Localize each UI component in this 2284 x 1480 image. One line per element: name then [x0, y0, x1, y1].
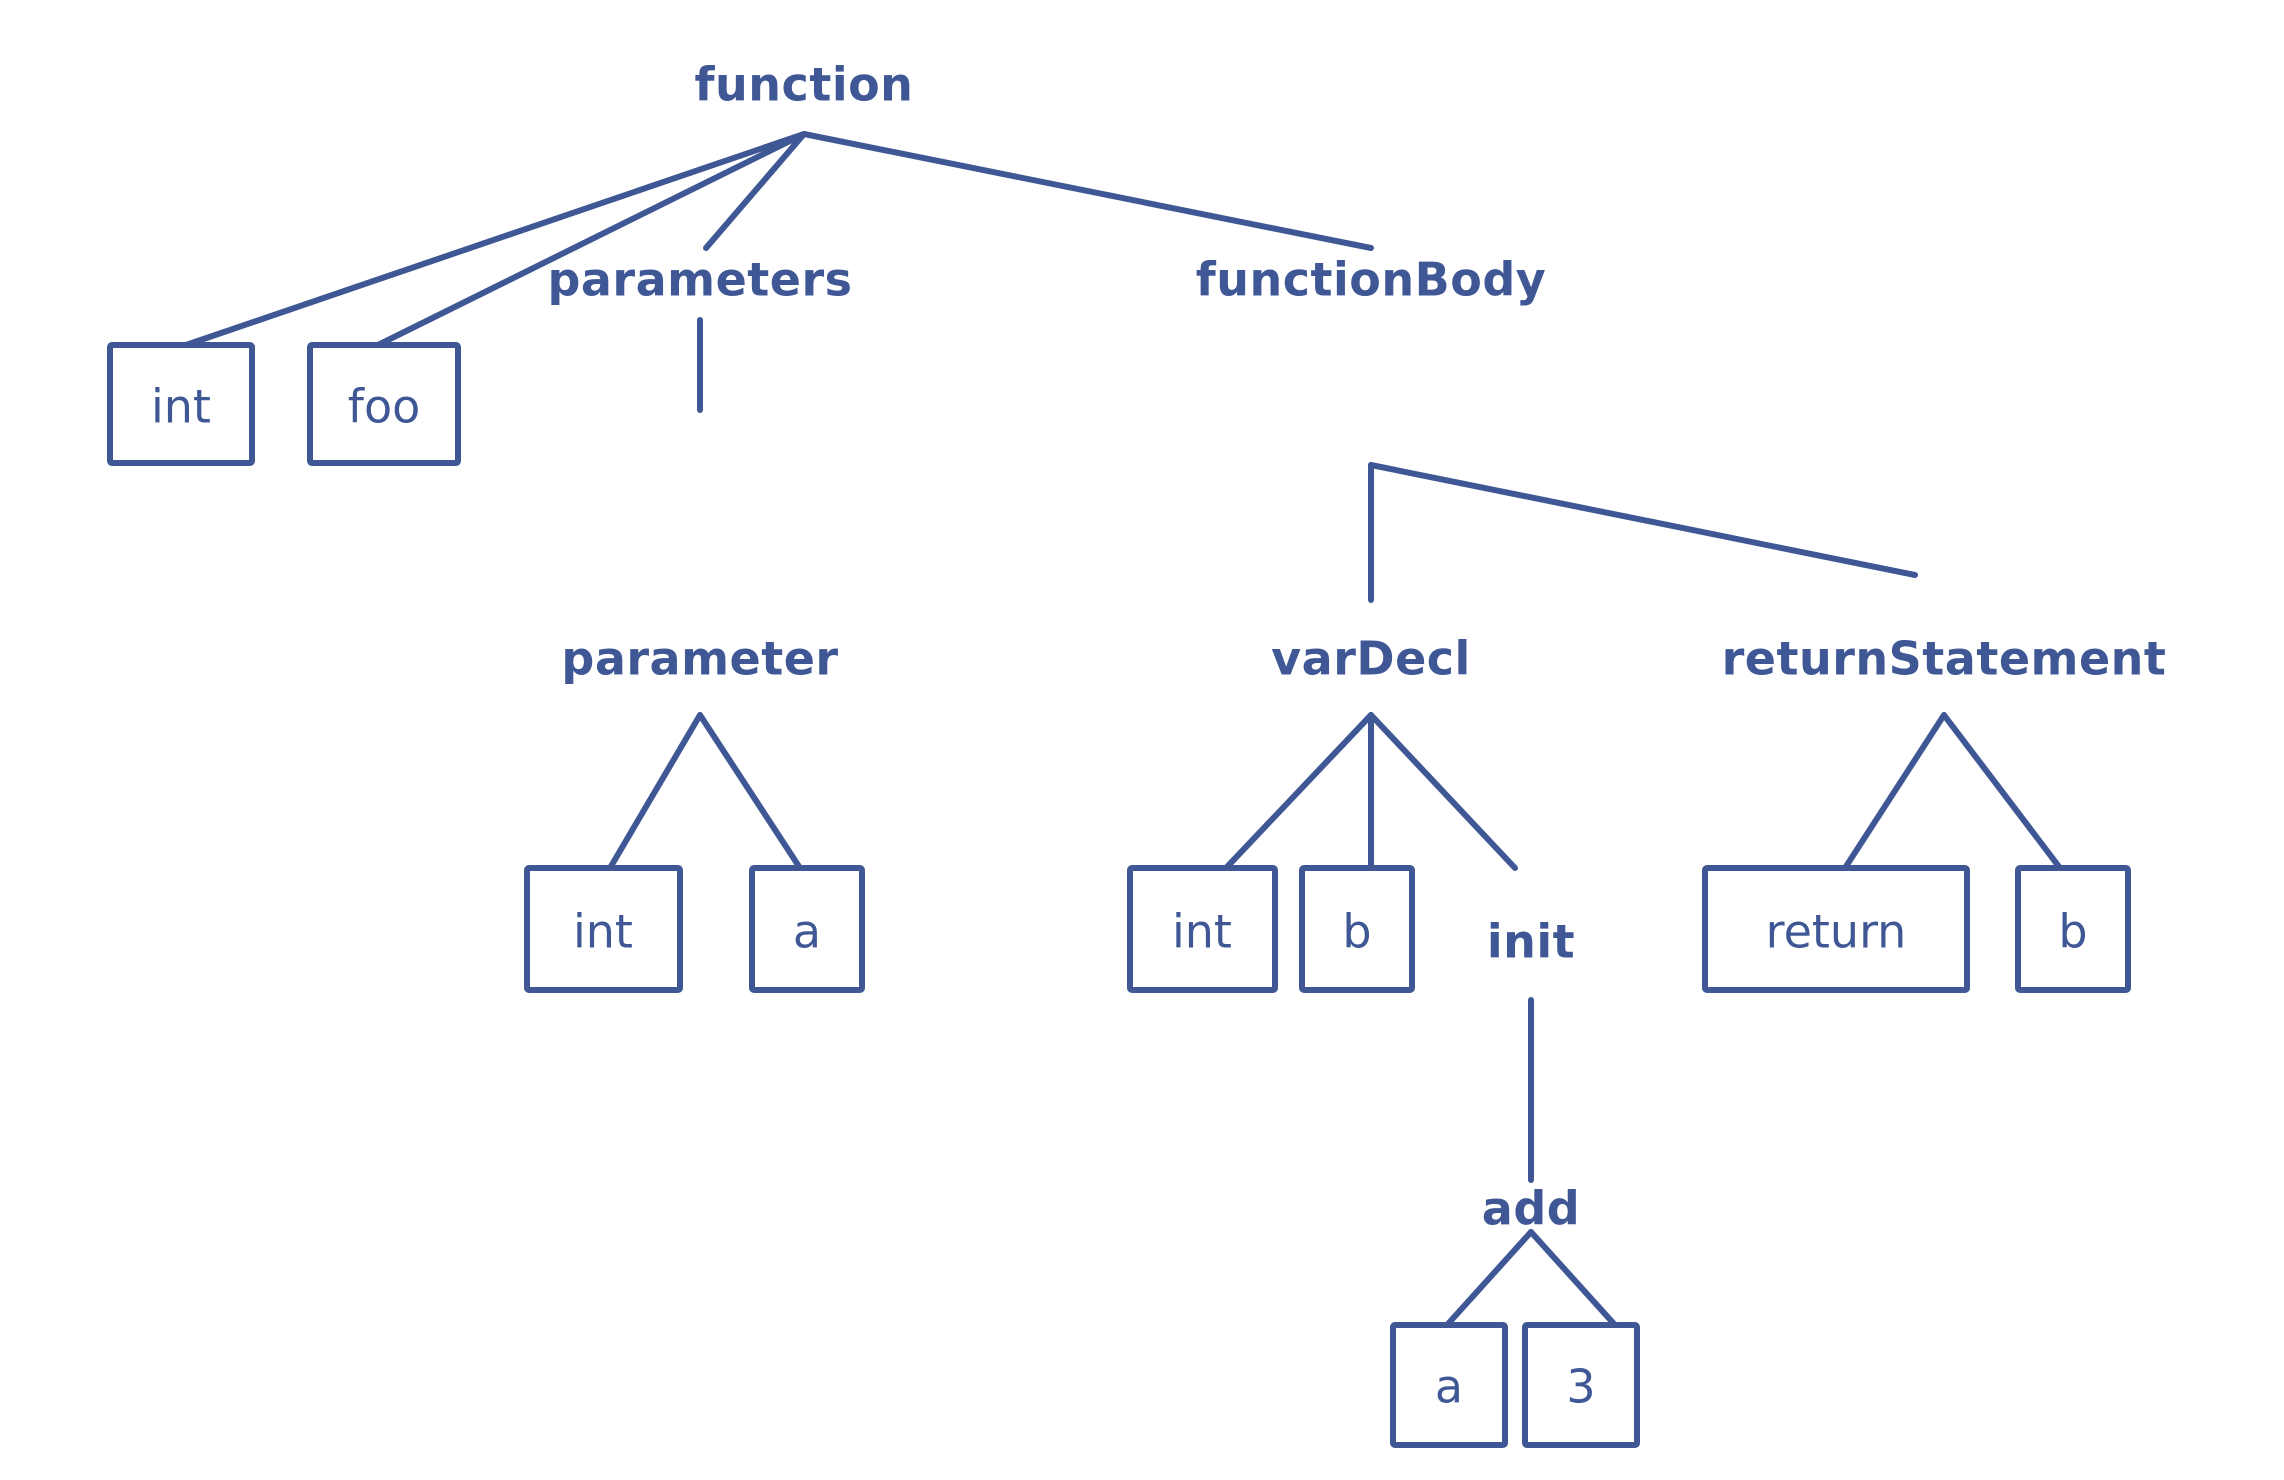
token-label: a — [1435, 1360, 1463, 1414]
edge-function-to-parameters — [703, 131, 807, 251]
token-b-vardecl[interactable]: b — [1299, 865, 1415, 993]
token-box-rect — [107, 342, 255, 466]
edge-returnstatement-to-return — [1842, 712, 1947, 871]
token-box-rect — [1127, 865, 1278, 993]
edge-vardecl-to-init — [1368, 712, 1518, 871]
node-var-decl[interactable]: varDecl — [1271, 632, 1471, 686]
edge-functionbody-to-returnstatement — [1368, 462, 1918, 578]
token-label: foo — [348, 380, 420, 434]
token-box-rect — [307, 342, 461, 466]
token-return-keyword[interactable]: return — [1702, 865, 1970, 993]
token-box-rect — [524, 865, 683, 993]
edge-add-to-a — [1444, 1229, 1534, 1328]
token-a-add[interactable]: a — [1390, 1322, 1508, 1448]
token-label: return — [1766, 905, 1907, 959]
token-label: int — [151, 380, 211, 434]
token-box-rect — [1390, 1322, 1508, 1448]
token-box-rect — [1702, 865, 1970, 993]
token-a-parameter[interactable]: a — [749, 865, 865, 993]
token-int-root[interactable]: int — [107, 342, 255, 466]
node-parameters[interactable]: parameters — [547, 253, 852, 307]
token-int-vardecl[interactable]: int — [1127, 865, 1278, 993]
node-return-statement[interactable]: returnStatement — [1722, 632, 2167, 686]
node-add[interactable]: add — [1482, 1182, 1580, 1236]
edge-parameter-to-int — [607, 712, 703, 871]
edge-function-to-foo — [375, 131, 807, 348]
token-foo[interactable]: foo — [307, 342, 461, 466]
edge-add-to-3 — [1528, 1229, 1618, 1328]
node-init[interactable]: init — [1487, 915, 1575, 969]
token-label: int — [1172, 905, 1232, 959]
token-b-return[interactable]: b — [2015, 865, 2131, 993]
edge-group — [183, 131, 2063, 1328]
edge-parameter-to-a — [697, 712, 803, 871]
token-box-rect — [749, 865, 865, 993]
node-function[interactable]: function — [695, 58, 914, 112]
token-label: 3 — [1566, 1360, 1595, 1414]
token-box-rect — [2015, 865, 2131, 993]
token-box-rect — [1522, 1322, 1640, 1448]
token-label: b — [1342, 905, 1371, 959]
node-function-body[interactable]: functionBody — [1196, 253, 1546, 307]
token-label: a — [793, 905, 821, 959]
token-box-rect — [1299, 865, 1415, 993]
token-label: int — [573, 905, 633, 959]
edge-function-to-int — [183, 131, 807, 348]
token-int-parameter[interactable]: int — [524, 865, 683, 993]
token-3-add[interactable]: 3 — [1522, 1322, 1640, 1448]
edge-returnstatement-to-b — [1941, 712, 2063, 871]
node-parameter[interactable]: parameter — [561, 632, 838, 686]
token-label: b — [2058, 905, 2087, 959]
edge-vardecl-to-int — [1223, 712, 1374, 871]
edge-function-to-functionbody — [801, 131, 1374, 251]
